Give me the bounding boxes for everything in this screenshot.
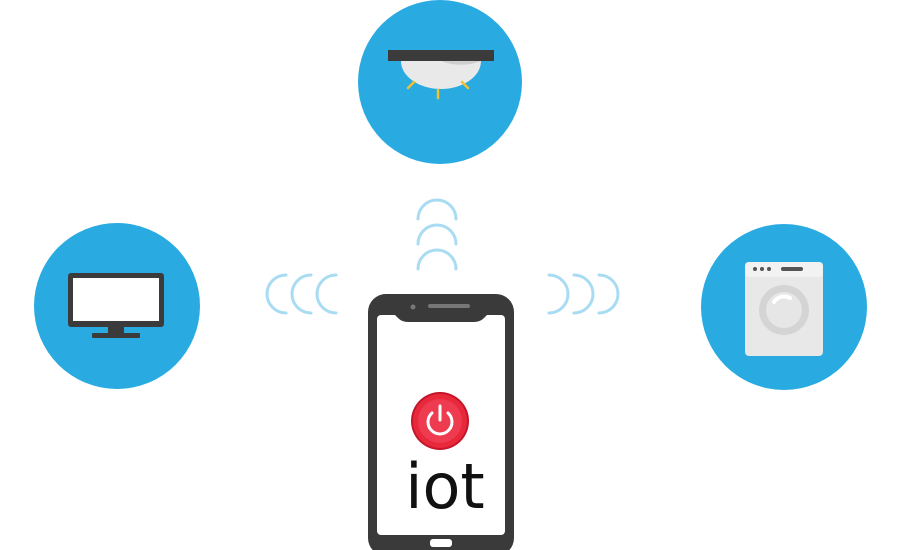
wireless-signal-icon [265,273,338,315]
washing-machine-icon [745,262,823,356]
home-button[interactable] [430,539,452,547]
speaker-grille [428,304,470,308]
front-camera [410,304,416,310]
tv-device[interactable] [34,223,200,389]
power-button[interactable] [411,392,469,450]
wireless-signal-icon [416,198,458,271]
ceiling-lamp-icon [388,50,494,100]
lamp-device[interactable] [358,0,522,164]
television-icon [68,273,164,338]
wireless-signal-icon [547,273,620,315]
app-label: iot [405,450,485,523]
power-icon [426,404,454,436]
washer-device[interactable] [701,224,867,390]
